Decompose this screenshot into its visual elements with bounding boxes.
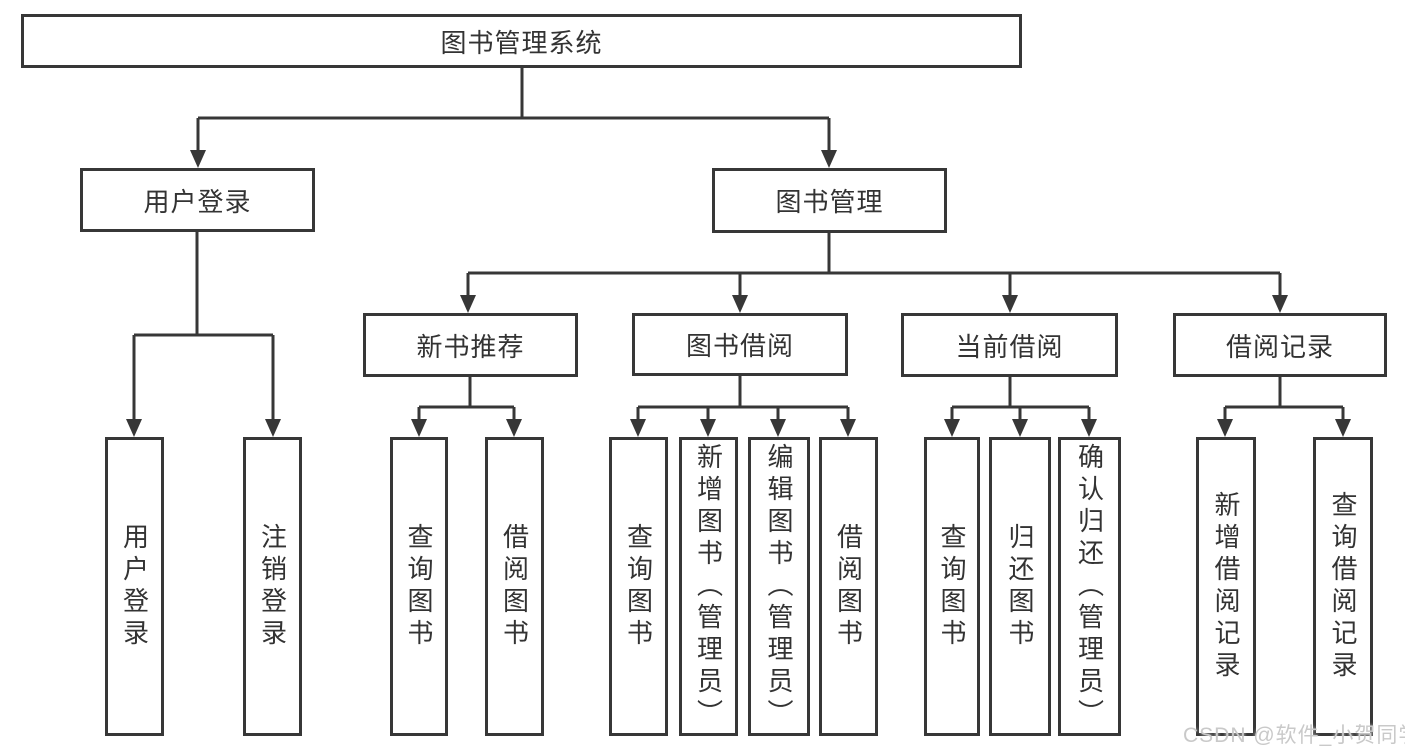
leaf-recommend-query-books: 查询图书 bbox=[390, 437, 448, 736]
leaf-borrow-query-books: 查询图书 bbox=[609, 437, 668, 736]
leaf-current-query-books: 查询图书 bbox=[924, 437, 980, 736]
leaf-borrow-add-books-admin: 新增图书（管理员） bbox=[679, 437, 738, 736]
vertical-label: 用户登录 bbox=[119, 522, 150, 651]
vertical-label: 查询借阅记录 bbox=[1328, 490, 1358, 683]
vertical-label: 新增图书（管理员） bbox=[693, 442, 724, 731]
vertical-label: 确认归还（管理员） bbox=[1074, 442, 1105, 731]
leaf-logout: 注销登录 bbox=[243, 437, 302, 736]
vertical-label: 查询图书 bbox=[623, 522, 654, 651]
node-root: 图书管理系统 bbox=[21, 14, 1022, 68]
connector-records-children bbox=[1217, 376, 1351, 437]
leaf-current-return-books: 归还图书 bbox=[989, 437, 1051, 736]
connector-recommend-children bbox=[411, 376, 522, 437]
node-current-borrow: 当前借阅 bbox=[901, 313, 1118, 377]
node-book-management: 图书管理 bbox=[712, 168, 947, 233]
leaf-current-confirm-return-admin: 确认归还（管理员） bbox=[1058, 437, 1121, 736]
vertical-label: 注销登录 bbox=[257, 522, 288, 651]
vertical-label: 查询图书 bbox=[404, 522, 434, 651]
leaf-records-query-record: 查询借阅记录 bbox=[1313, 437, 1373, 736]
connector-user-login-children bbox=[126, 231, 281, 437]
leaf-recommend-borrow-books: 借阅图书 bbox=[485, 437, 544, 736]
node-user-login: 用户登录 bbox=[80, 168, 315, 232]
leaf-borrow-borrow-books: 借阅图书 bbox=[819, 437, 878, 736]
leaf-borrow-edit-books-admin: 编辑图书（管理员） bbox=[748, 437, 810, 736]
leaf-user-login: 用户登录 bbox=[105, 437, 164, 736]
connector-borrow-children bbox=[630, 376, 856, 437]
vertical-label: 归还图书 bbox=[1005, 522, 1035, 651]
connector-current-children bbox=[944, 376, 1097, 437]
csdn-watermark: CSDN @软件_小贺同学 bbox=[1183, 724, 1405, 747]
connector-root-to-level2 bbox=[190, 67, 837, 168]
leaf-records-add-record: 新增借阅记录 bbox=[1196, 437, 1256, 736]
node-new-book-recommend: 新书推荐 bbox=[363, 313, 578, 377]
vertical-label: 借阅图书 bbox=[833, 522, 864, 651]
connector-book-management-children bbox=[460, 232, 1288, 313]
node-borrow-records: 借阅记录 bbox=[1173, 313, 1387, 377]
vertical-label: 编辑图书（管理员） bbox=[764, 442, 794, 731]
vertical-label: 借阅图书 bbox=[499, 522, 530, 651]
node-book-borrow: 图书借阅 bbox=[632, 313, 848, 376]
vertical-label: 查询图书 bbox=[937, 522, 967, 651]
vertical-label: 新增借阅记录 bbox=[1211, 490, 1241, 683]
